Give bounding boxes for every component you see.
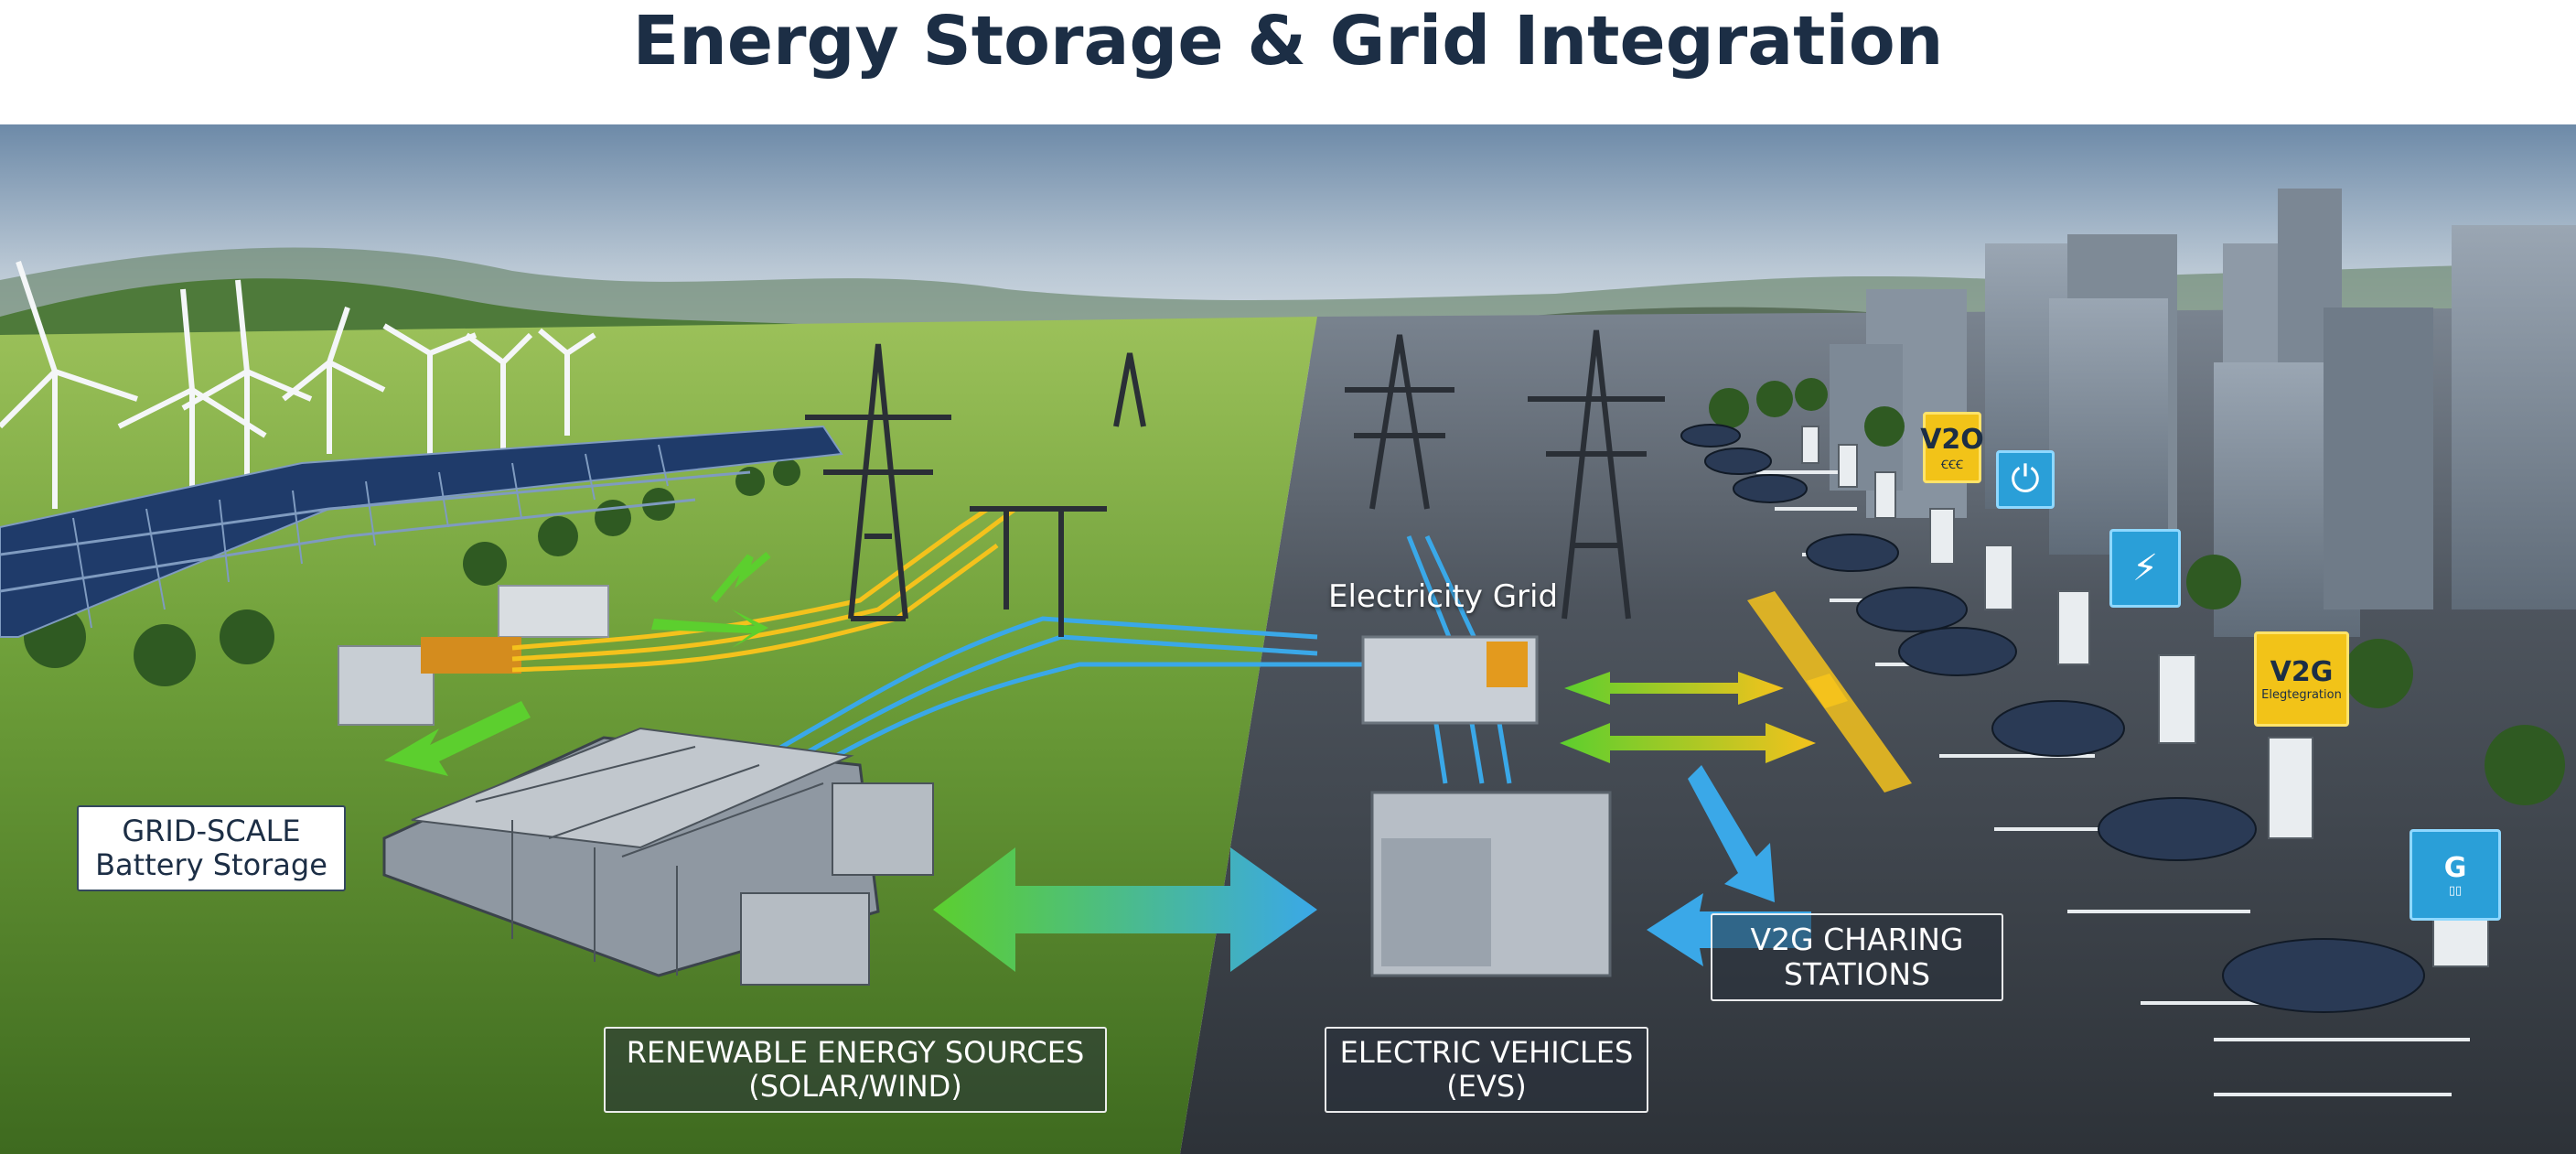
v2o-sign-sub: ꞒꞒꞒ bbox=[1941, 458, 1963, 472]
ev-charger-icon: ⚡ bbox=[2131, 547, 2159, 589]
g-sign: G ▯▯ bbox=[2410, 829, 2501, 921]
ev-line-2: (EVS) bbox=[1446, 1069, 1527, 1104]
shed bbox=[498, 585, 609, 638]
g-sign-text: G bbox=[2443, 852, 2467, 884]
ev-line-1: ELECTRIC VEHICLES bbox=[1339, 1035, 1634, 1071]
v2o-sign-text: V2O bbox=[1920, 423, 1984, 456]
v2g-line-2: STATIONS bbox=[1783, 956, 1931, 992]
inverter-box bbox=[338, 645, 435, 726]
v2g-line-1: V2G CHARING bbox=[1750, 922, 1964, 958]
substation-transformer bbox=[1487, 642, 1528, 687]
ev-transformer-cabinet bbox=[1381, 838, 1491, 966]
renewable-sources-label: RENEWABLE ENERGY SOURCES (SOLAR/WIND) bbox=[604, 1027, 1107, 1113]
title-bar: Energy Storage & Grid Integration bbox=[0, 0, 2576, 124]
transmission-towers bbox=[805, 329, 1665, 637]
grid-flow-arrow-top bbox=[1564, 672, 1784, 705]
grid-scale-line-2: Battery Storage bbox=[95, 847, 327, 882]
v2g-stations-label: V2G CHARING STATIONS bbox=[1711, 913, 2003, 1001]
scene-illustration bbox=[0, 124, 2576, 1154]
battery-flow-arrow bbox=[384, 701, 531, 776]
grid-scale-battery-label: GRID-SCALE Battery Storage bbox=[77, 805, 346, 891]
ev-plug-icon: ⏻ bbox=[2011, 458, 2040, 501]
scene: GRID-SCALE Battery Storage RENEWABLE ENE… bbox=[0, 124, 2576, 1154]
renewable-line-1: RENEWABLE ENERGY SOURCES bbox=[626, 1035, 1085, 1071]
renewable-line-2: (SOLAR/WIND) bbox=[748, 1069, 962, 1104]
small-green-arrow bbox=[710, 551, 771, 603]
battery-containers bbox=[382, 727, 934, 986]
page-title: Energy Storage & Grid Integration bbox=[632, 2, 1944, 81]
electric-vehicles-label: ELECTRIC VEHICLES (EVS) bbox=[1325, 1027, 1648, 1113]
v2o-sign: V2O ꞒꞒꞒ bbox=[1920, 412, 1984, 483]
equipment-crates bbox=[421, 637, 521, 674]
lane-marker bbox=[1807, 674, 1848, 708]
parked-evs bbox=[1680, 424, 2425, 1013]
bidirectional-flow-arrow bbox=[933, 847, 1317, 972]
plug-sign-2: ⚡ bbox=[2109, 529, 2181, 608]
solar-panel-array bbox=[0, 425, 843, 638]
wind-turbines bbox=[0, 261, 596, 509]
plug-sign-1: ⏻ bbox=[1996, 450, 2055, 509]
electricity-grid-label: Electricity Grid bbox=[1328, 578, 1559, 615]
solar-flow-arrow bbox=[651, 609, 768, 648]
grid-scale-line-1: GRID-SCALE bbox=[122, 814, 301, 849]
v2g-sign: V2G Elegtegration bbox=[2254, 631, 2349, 727]
v2g-sign-text: V2G bbox=[2270, 656, 2334, 688]
g-sign-glyph: ▯▯ bbox=[2448, 884, 2463, 898]
v2g-sign-sub: Elegtegration bbox=[2261, 688, 2342, 702]
grid-flow-arrow-bottom bbox=[1560, 723, 1816, 763]
charging-down-arrow bbox=[1688, 765, 1775, 902]
